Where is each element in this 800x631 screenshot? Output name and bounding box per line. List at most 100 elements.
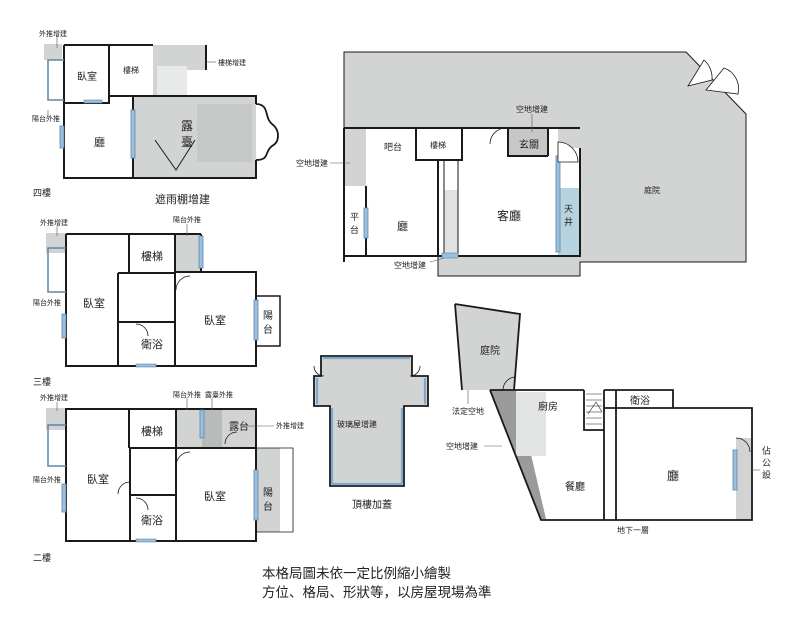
floor4-door-mark bbox=[83, 99, 103, 104]
floor2-window-terrace bbox=[199, 409, 205, 439]
floor2-bathroom-label: 衛浴 bbox=[141, 514, 163, 527]
floor1-skylight-char-2: 井 bbox=[564, 216, 573, 228]
floor2-window-right bbox=[253, 469, 259, 521]
basement-level-label: 地下一層 bbox=[617, 525, 649, 535]
basement-yard-label: 庭院 bbox=[480, 344, 500, 357]
floor2-bedroom-right-label: 臥室 bbox=[204, 489, 226, 503]
floor2-door-3 bbox=[135, 497, 149, 511]
basement-stair-arrow bbox=[587, 401, 603, 415]
floor4-balcony-out-label: 陽台外推 bbox=[32, 114, 60, 123]
floor4-canopy-lines bbox=[154, 139, 196, 171]
floor1-platform-char-1: 平 bbox=[350, 212, 359, 223]
floor2-balcony-out-top-label: 陽台外推 bbox=[173, 390, 201, 399]
basement-bathroom-label: 衛浴 bbox=[630, 394, 650, 407]
floor1-vacant-add-left-label: 空地增建 bbox=[296, 158, 328, 168]
floor2-level-label: 二樓 bbox=[33, 552, 51, 564]
floor2-terrace-out-label: 露臺外推 bbox=[205, 390, 233, 399]
basement-public-add bbox=[736, 438, 752, 520]
rooftop-glass-edge bbox=[315, 356, 427, 486]
disclaimer-line-1: 本格局圖未依一定比例縮小繪製 bbox=[262, 566, 451, 582]
floor3-balcony-out-label: 陽台外推 bbox=[33, 298, 61, 307]
floor2-terrace-window-out-label: 外推增建 bbox=[276, 421, 304, 430]
floor3-window-addition bbox=[46, 233, 66, 253]
floor1-vacant-add-top-label: 空地增建 bbox=[516, 104, 548, 114]
floor-3-plan: 外推增建 陽台外推 陽台外推 樓梯 臥室 臥室 衛浴 陽 台 三樓 bbox=[33, 215, 281, 388]
floor4-stair-addition-label: 樓梯增建 bbox=[218, 58, 246, 67]
floor4-window-out-label: 外推增建 bbox=[39, 29, 67, 38]
basement-plan: 庭院 法定空地 空地增建 廚房 衛浴 餐廳 廳 佔 公 設 地下一層 bbox=[446, 303, 771, 535]
floor1-vacant-add-left bbox=[344, 128, 366, 186]
floor3-bedroom-right-label: 臥室 bbox=[204, 313, 226, 327]
floor4-hall-label: 廳 bbox=[94, 135, 105, 149]
floor3-window-balcony bbox=[198, 235, 204, 269]
floor1-vacant-add-bottom bbox=[438, 256, 580, 276]
floor3-balcony-char-2: 台 bbox=[263, 323, 273, 336]
floor2-bedroom-left-label: 臥室 bbox=[87, 472, 109, 486]
floor2-balcony-char-1: 陽 bbox=[263, 487, 273, 499]
floor3-balcony-char-1: 陽 bbox=[263, 310, 273, 322]
basement-window-right bbox=[732, 449, 738, 491]
floor3-window-bath bbox=[135, 363, 157, 368]
floor1-callout-bottom bbox=[429, 257, 445, 263]
basement-vacant-add-label: 空地增建 bbox=[446, 441, 478, 451]
basement-yard bbox=[455, 304, 520, 390]
floor2-balcony-box bbox=[256, 447, 294, 533]
floor3-window-right bbox=[253, 299, 259, 341]
basement-public-char-3: 設 bbox=[762, 469, 771, 481]
floor2-window-left bbox=[61, 483, 67, 513]
floor1-corridor-add bbox=[444, 190, 458, 256]
basement-walls bbox=[454, 303, 753, 521]
basement-door-public bbox=[735, 437, 751, 453]
floor4-terrace-char-1: 露 bbox=[181, 119, 193, 133]
floor3-door-2 bbox=[135, 323, 149, 337]
floor1-yard-label: 庭院 bbox=[644, 185, 660, 195]
basement-kitchen-add bbox=[516, 392, 546, 456]
floor3-window-out-label: 外推增建 bbox=[40, 218, 68, 227]
floor3-balcony-addition bbox=[175, 234, 201, 272]
floor1-door-living bbox=[489, 127, 507, 145]
floor3-stairs-label: 樓梯 bbox=[141, 249, 163, 263]
floor3-level-label: 三樓 bbox=[33, 376, 51, 388]
floor2-window-out-label: 外推增建 bbox=[40, 393, 68, 402]
floor3-balcony-out-top-label: 陽台外推 bbox=[173, 215, 201, 224]
floor1-stairs-label: 樓梯 bbox=[430, 140, 446, 150]
floor3-window-left bbox=[61, 313, 67, 339]
floor1-skylight bbox=[558, 188, 580, 256]
floor1-bar-label: 吧台 bbox=[384, 141, 402, 153]
floor1-window-bottom bbox=[441, 252, 459, 259]
floor1-door-entrance bbox=[557, 141, 579, 163]
floor1-window-platform bbox=[363, 207, 369, 239]
floor2-window-bath bbox=[135, 538, 157, 543]
floor4-bay-window bbox=[255, 103, 279, 161]
floor1-yard bbox=[344, 52, 746, 262]
floor2-balcony-right-addition bbox=[256, 448, 280, 532]
basement-hall-label: 廳 bbox=[667, 468, 679, 483]
floor2-door-2 bbox=[117, 481, 131, 495]
floor2-terrace-label: 露台 bbox=[229, 420, 249, 433]
disclaimer-note: 本格局圖未依一定比例縮小繪製 方位、格局、形狀等，以房屋現場為準 bbox=[262, 565, 492, 603]
floor4-window-bay bbox=[47, 59, 64, 101]
rooftop-door-1 bbox=[313, 365, 325, 377]
floor1-yard-outline bbox=[343, 51, 747, 277]
floor3-window-bay bbox=[47, 247, 66, 293]
floor2-door-4 bbox=[224, 431, 238, 445]
basement-stair-steps bbox=[586, 393, 602, 425]
floor1-hall-label: 廳 bbox=[397, 219, 408, 233]
floor4-canopy-light-2 bbox=[197, 104, 252, 162]
floor2-balcony-addition bbox=[176, 408, 202, 448]
floor2-door-1 bbox=[175, 451, 191, 467]
floor1-double-door bbox=[687, 59, 739, 95]
floor2-stairs-label: 樓梯 bbox=[141, 424, 163, 438]
floor1-window-skylight bbox=[555, 155, 561, 253]
basement-dining-label: 餐廳 bbox=[565, 480, 585, 493]
floor2-terrace-addition bbox=[202, 408, 222, 448]
floor1-platform-char-2: 台 bbox=[350, 224, 359, 236]
floor1-vacant-add-bottom-label: 空地增建 bbox=[394, 260, 426, 270]
floor2-terrace-room bbox=[222, 408, 256, 448]
floor1-entrance-label: 玄關 bbox=[519, 138, 539, 151]
floor3-balcony-box bbox=[256, 295, 281, 347]
floor4-canopy-light-1 bbox=[157, 66, 187, 96]
basement-public-char-1: 佔 bbox=[762, 445, 771, 457]
floor4-bedroom-label: 臥室 bbox=[77, 70, 97, 83]
